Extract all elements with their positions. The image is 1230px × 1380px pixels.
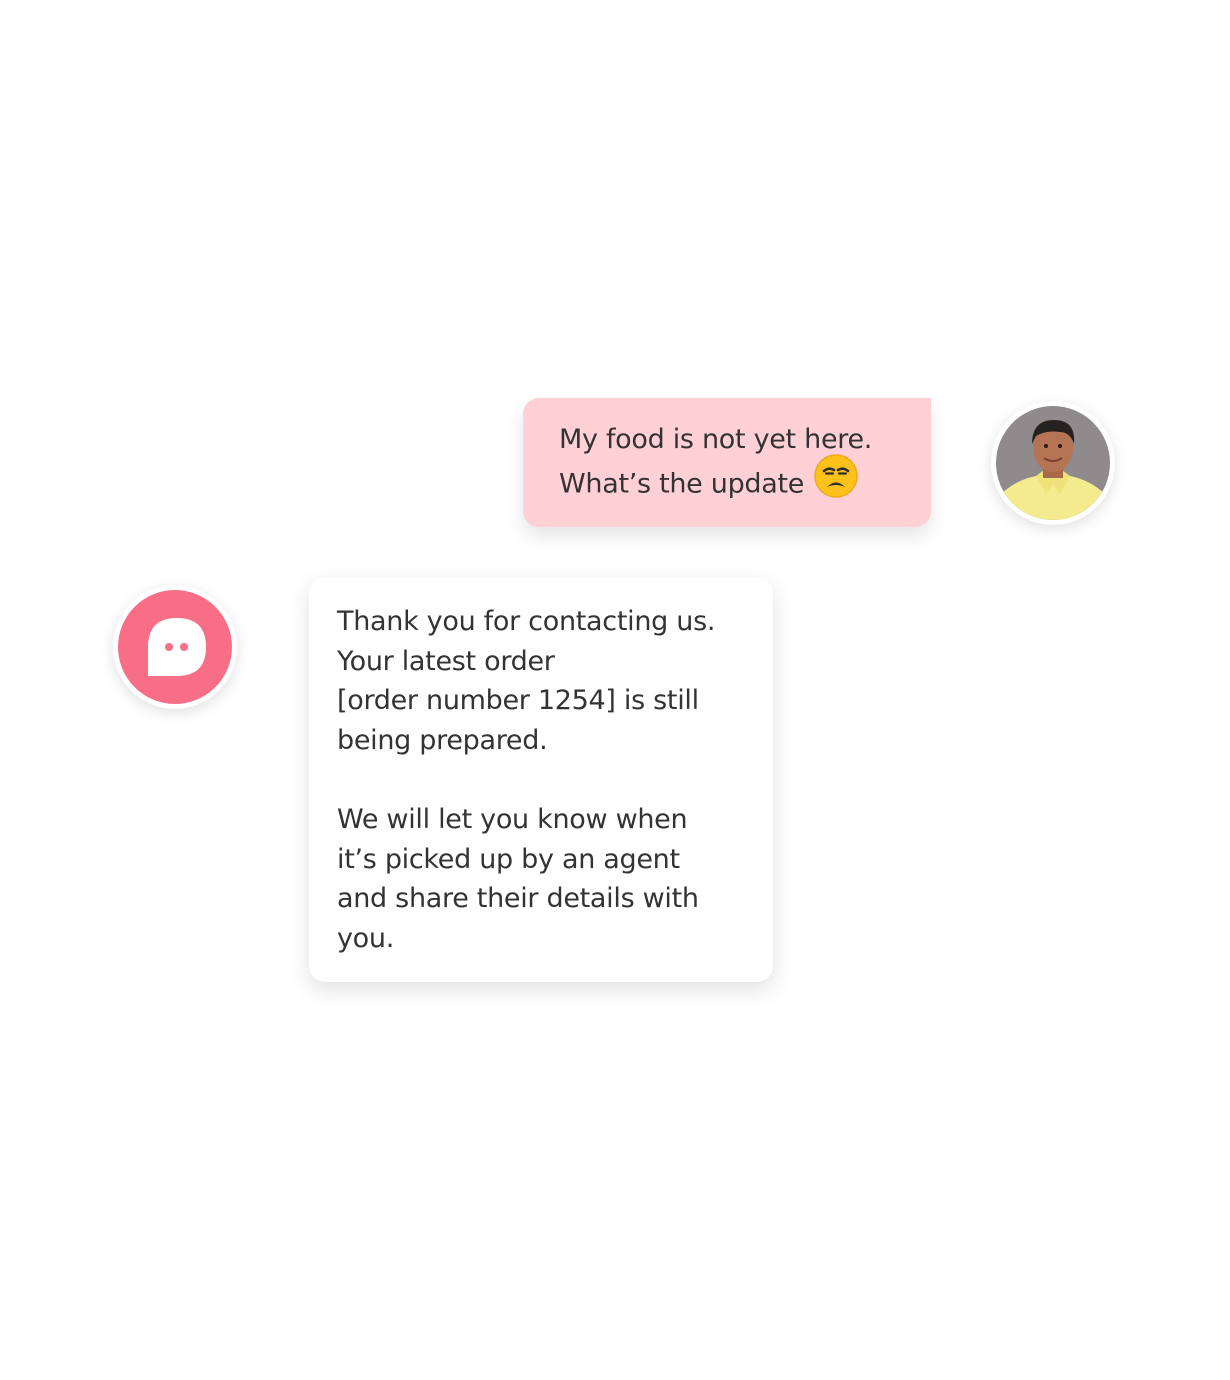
bot-message-line: and share their details with (337, 883, 699, 915)
bot-message-line: you. (337, 922, 394, 954)
user-message-bubble: My food is not yet here. What’s the upda… (523, 398, 931, 527)
user-message-line: My food is not yet here. (559, 424, 873, 455)
bot-message-line: We will let you know when (337, 803, 688, 835)
bot-message-line: Thank you for contacting us. (337, 606, 716, 637)
bot-message-bubble: Thank you for contacting us. Your latest… (309, 577, 773, 982)
user-message-line: What’s the update (559, 454, 911, 510)
bot-message-line: it’s picked up by an agent (337, 843, 680, 875)
user-avatar (991, 401, 1115, 525)
chat-bubble-icon (148, 618, 206, 676)
unamused-face-emoji-icon (814, 454, 858, 510)
bot-message-line: being prepared. (337, 724, 548, 756)
bot-avatar-circle (118, 590, 232, 704)
paragraph-spacer (337, 760, 763, 800)
user-photo-avatar-icon (996, 406, 1110, 520)
bot-avatar (113, 585, 237, 709)
user-message-line-text: What’s the update (559, 468, 805, 500)
bot-message-line: [order number 1254] is still (337, 685, 699, 717)
bot-message-line: Your latest order (337, 645, 555, 677)
